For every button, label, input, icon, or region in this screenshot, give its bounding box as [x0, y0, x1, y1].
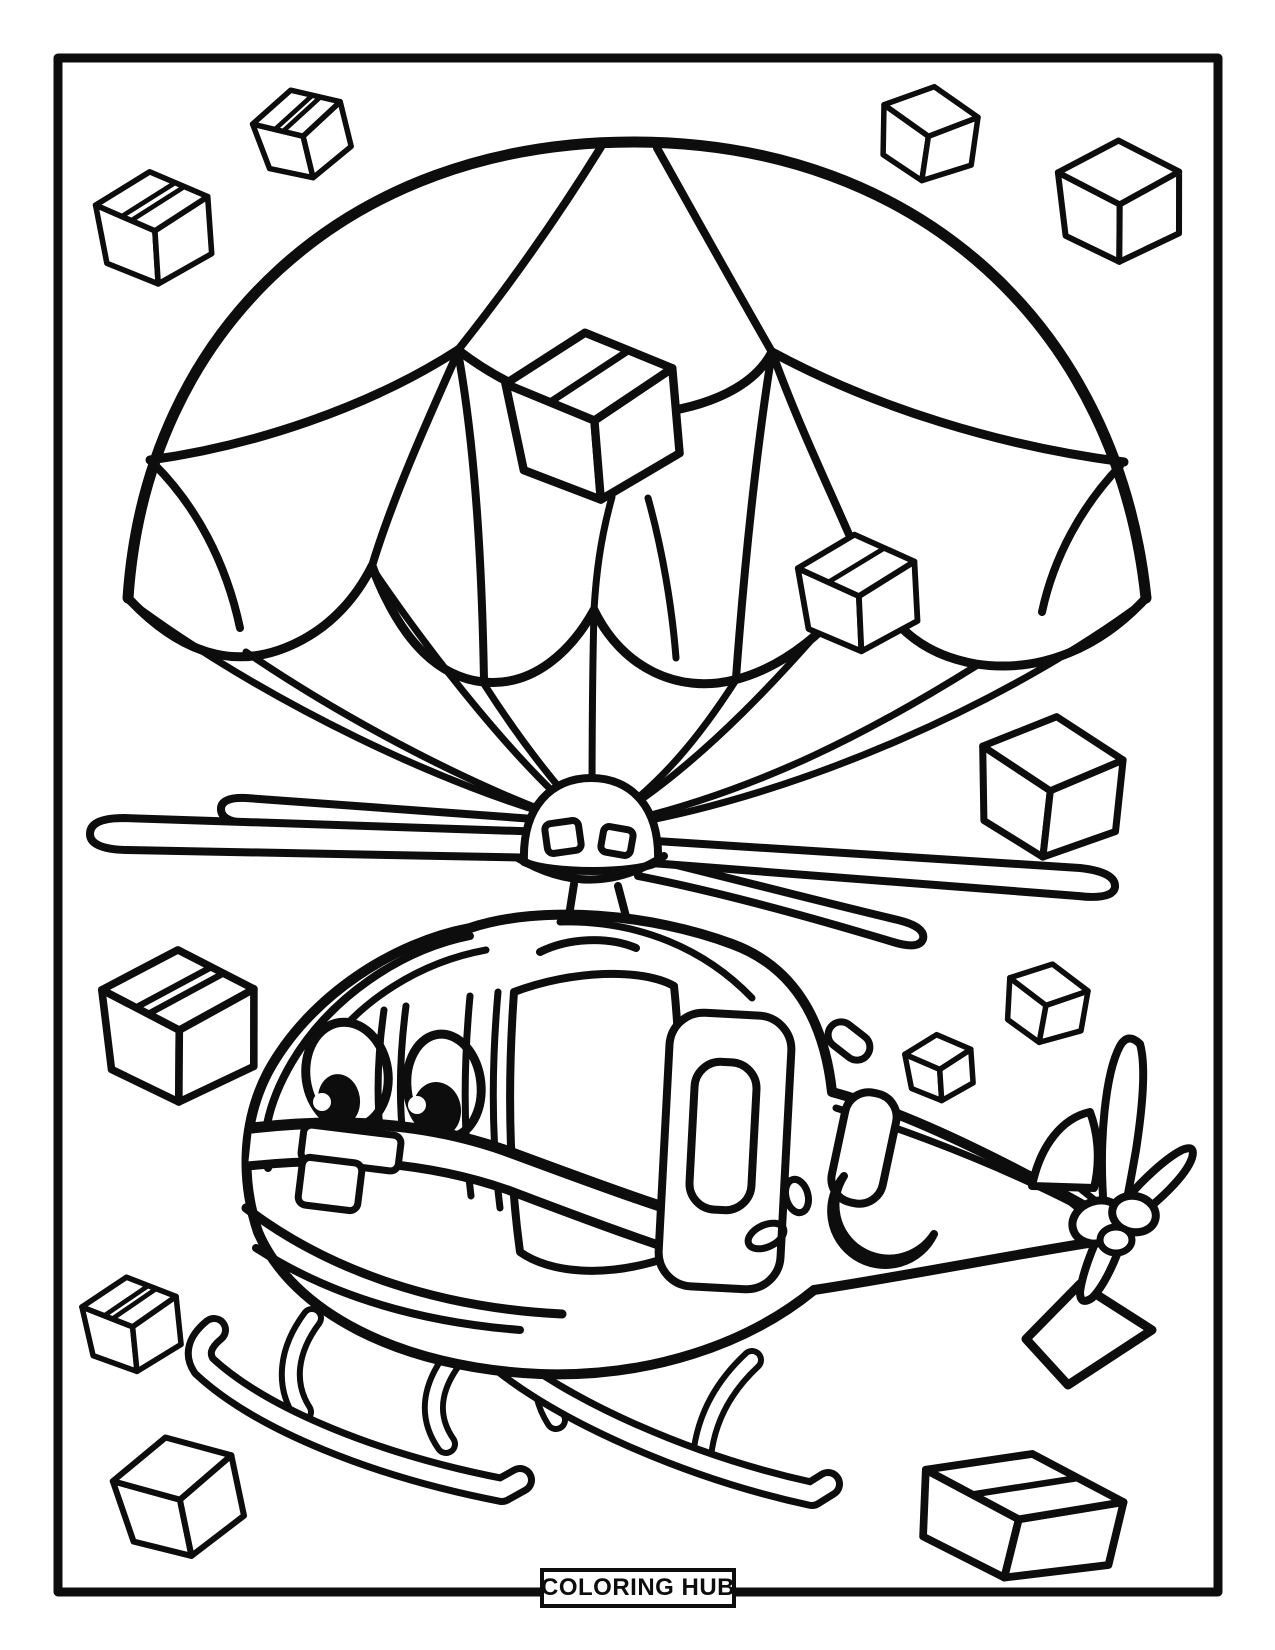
box-face [109, 1434, 235, 1503]
rotor-blade-near-left [86, 814, 552, 862]
gore-seam [590, 493, 616, 614]
engine-cowl-seam [556, 918, 756, 1002]
left-eye-highlight [313, 1093, 331, 1111]
shroud-line [124, 596, 580, 826]
box-right-middle [979, 713, 1127, 861]
helicopter [184, 909, 1197, 1509]
box-face [1007, 961, 1091, 1009]
rotor-hub-knob [597, 823, 637, 859]
box-top-left-small [249, 87, 354, 181]
tail-rotor-blade [1097, 1034, 1148, 1216]
box-tape-seam [825, 545, 887, 585]
rivet-dot [781, 1175, 813, 1217]
box-top-left-large [92, 168, 215, 287]
box-face [1054, 137, 1183, 208]
tail-top-fin [1028, 1108, 1102, 1192]
nose-console-lower [294, 1153, 366, 1215]
box-tape-seam [132, 963, 215, 1011]
nose-seam-upper [241, 1203, 567, 1319]
crescent-moon-decal [827, 1172, 938, 1269]
tail-assembly [1021, 1034, 1197, 1390]
canopy-outline [122, 136, 1152, 604]
gore-seam [454, 143, 605, 354]
canopy-band-left [145, 345, 463, 465]
box-above-tail [1004, 961, 1091, 1046]
box-parachute-center [501, 328, 684, 504]
right-eye-highlight [408, 1096, 426, 1114]
box-tape-seam [101, 1283, 151, 1318]
box-bottom-left-small [79, 1274, 184, 1375]
gore-seam [368, 348, 462, 570]
gore-seam [644, 494, 680, 662]
gore-seam [150, 460, 244, 632]
nose-seam-lower [252, 1244, 524, 1334]
rotor-hub-collar [514, 852, 668, 884]
box-near-tail [902, 1031, 976, 1104]
gore-seam [1038, 462, 1124, 616]
box-face [881, 83, 981, 140]
box-parachute-right [794, 531, 921, 655]
cargo-boxes [79, 83, 1183, 1582]
gore-seam [732, 348, 776, 682]
canopy-band-right [767, 347, 1129, 467]
shroud-line [610, 662, 980, 828]
box-tape-seam [128, 184, 187, 223]
box-tape-seam [272, 92, 315, 132]
gore-seam [454, 348, 488, 684]
canopy-skirt [123, 561, 1151, 689]
rotor-blade-near-right [634, 836, 1119, 901]
box-top-right-large [1054, 137, 1183, 265]
exhaust-stub [824, 1018, 874, 1064]
box-tape-seam [109, 1286, 159, 1322]
box-tape-seam [969, 1474, 1082, 1498]
right-pupil [412, 1082, 462, 1138]
tail-fin [1021, 1279, 1157, 1390]
box-face [902, 1031, 974, 1073]
rotor-blade-far-right [634, 852, 928, 950]
door-window [685, 1057, 761, 1215]
brand-label: COLORING HUB [540, 1568, 736, 1608]
brand-text: COLORING HUB [541, 1574, 735, 1601]
gore-seam [653, 144, 776, 356]
box-face [979, 713, 1127, 795]
box-left-middle [98, 946, 258, 1106]
tail-rotor-hub [1096, 1223, 1136, 1257]
box-tape-seam [546, 346, 633, 406]
box-bottom-right [919, 1450, 1128, 1582]
roof-vent-curve [536, 936, 640, 956]
box-tape-seam [280, 94, 323, 134]
box-bottom-left-large [109, 1434, 248, 1559]
main-rotor [86, 774, 1119, 950]
box-tape-seam [119, 180, 178, 219]
rivet-dot [744, 1219, 788, 1253]
left-pupil [317, 1074, 361, 1126]
shroud-line [614, 596, 1150, 830]
box-tape-seam [145, 970, 227, 1018]
rotor-hub-knob [541, 817, 585, 857]
box-top-right-small [880, 83, 981, 184]
windshield [241, 932, 772, 1334]
box-face [98, 946, 258, 1034]
